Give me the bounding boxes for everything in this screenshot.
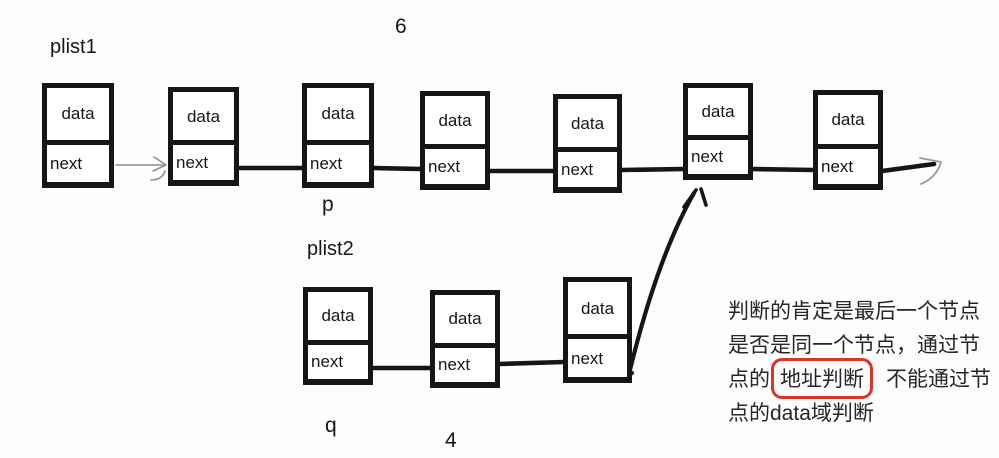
bottom-list-links bbox=[369, 359, 567, 371]
list-node-top-4: data next bbox=[420, 91, 490, 190]
data-cell: data bbox=[818, 95, 878, 144]
annotation-note: 判断的肯定是最后一个节点 是否是同一个节点，通过节 点的 地址判断 不能通过节 … bbox=[728, 293, 999, 429]
data-cell: data bbox=[568, 282, 627, 335]
note-line-4: 点的data域判断 bbox=[728, 402, 874, 425]
note-line-1: 判断的肯定是最后一个节点 bbox=[728, 300, 980, 323]
tail-line bbox=[879, 161, 937, 174]
data-cell: data bbox=[558, 99, 617, 148]
next-cell: next bbox=[425, 149, 485, 184]
label-p-pointer: p bbox=[322, 193, 334, 216]
note-line-2: 是否是同一个节点，通过节 bbox=[728, 334, 980, 357]
next-cell: next bbox=[558, 152, 617, 187]
data-cell: data bbox=[425, 96, 485, 145]
address-highlight-box: 地址判断 bbox=[771, 357, 873, 399]
gray-pointer-arrow bbox=[115, 156, 167, 181]
next-cell: next bbox=[308, 344, 368, 379]
data-cell: data bbox=[435, 295, 495, 343]
list-node-top-7: data next bbox=[813, 90, 883, 190]
list-node-top-1: data next bbox=[42, 83, 114, 188]
list-node-top-6: data next bbox=[683, 83, 753, 180]
list-node-bottom-2: data next bbox=[430, 290, 500, 388]
list-node-top-3: data next bbox=[302, 83, 374, 188]
next-cell: next bbox=[47, 144, 109, 182]
next-cell: next bbox=[173, 145, 234, 180]
tail-arrowhead bbox=[919, 157, 942, 185]
data-cell: data bbox=[307, 88, 369, 140]
list-node-top-2: data next bbox=[168, 87, 239, 186]
next-cell: next bbox=[307, 144, 369, 182]
data-cell: data bbox=[173, 92, 234, 141]
data-cell: data bbox=[47, 88, 109, 140]
note-line-3-prefix: 点的 bbox=[728, 368, 770, 391]
note-line-3: 点的 地址判断 不能通过节 bbox=[728, 357, 999, 399]
list-node-bottom-1: data next bbox=[303, 287, 373, 385]
label-top-count: 6 bbox=[395, 15, 407, 38]
note-line-3-suffix: 不能通过节 bbox=[886, 368, 991, 391]
next-cell: next bbox=[435, 347, 495, 382]
label-plist2: plist2 bbox=[307, 238, 354, 260]
label-q-pointer: q bbox=[325, 414, 337, 437]
label-plist1: plist1 bbox=[50, 36, 97, 58]
link-top5-top6 bbox=[618, 166, 687, 173]
next-cell: next bbox=[688, 139, 748, 174]
list-node-top-5: data next bbox=[553, 94, 622, 193]
link-top6-top7 bbox=[749, 166, 817, 173]
link-bottom2-bottom3 bbox=[496, 359, 567, 367]
top-list-links bbox=[236, 161, 937, 174]
label-bottom-count: 4 bbox=[445, 429, 457, 452]
next-cell: next bbox=[568, 339, 627, 377]
next-cell: next bbox=[818, 148, 878, 184]
data-cell: data bbox=[688, 88, 748, 135]
data-cell: data bbox=[308, 292, 368, 340]
link-top3-top4 bbox=[370, 165, 424, 172]
list-node-bottom-3: data next bbox=[563, 277, 632, 383]
